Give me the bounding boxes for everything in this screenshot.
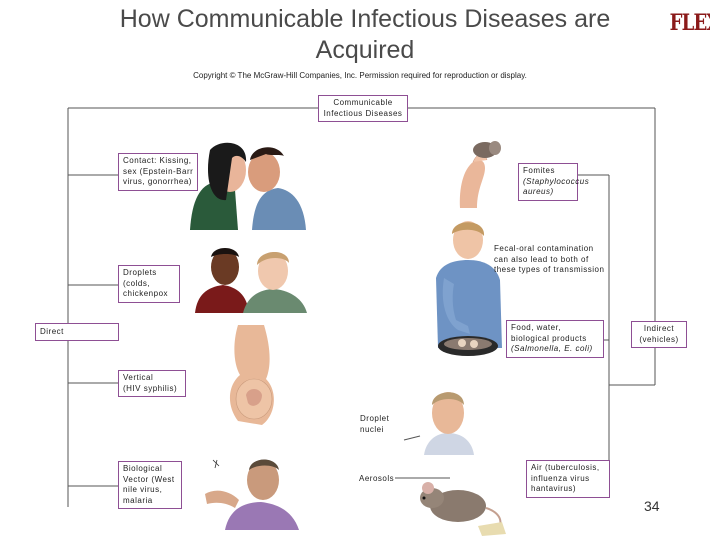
- droplet-nuclei-man-illustration: [424, 392, 474, 455]
- droplets-people-illustration: [195, 248, 307, 313]
- root-communicable-diseases: Communicable Infectious Diseases: [318, 95, 408, 122]
- vertical-transmission: Vertical (HIV syphilis): [118, 370, 186, 397]
- contact-transmission: Contact: Kissing, sex (Epstein-Barr viru…: [118, 153, 198, 191]
- biological-vector-man-illustration: [205, 459, 299, 530]
- biological-vector-transmission: Biological Vector (West nile virus, mala…: [118, 461, 182, 509]
- fomites-transmission: Fomites (Staphylococcus aureus): [518, 163, 589, 201]
- page-number: 34: [644, 498, 660, 514]
- droplet-nuclei-label: Droplet nuclei: [360, 414, 390, 434]
- fomites-hand-illustration: [459, 141, 501, 208]
- logo-text: FLEX: [670, 9, 710, 35]
- title-line-1: How Communicable Infectious Diseases are: [119, 5, 611, 33]
- kissing-couple-illustration: [190, 142, 306, 230]
- direct-category: Direct: [35, 323, 119, 341]
- title-line-2: Acquired: [315, 36, 415, 64]
- copyright-notice: Copyright © The McGraw-Hill Companies, I…: [193, 71, 527, 80]
- air-mouse-illustration: [420, 482, 506, 536]
- flex-logo: FLEX: [670, 9, 710, 35]
- vertical-pregnancy-illustration: [229, 325, 274, 425]
- droplets-transmission: Droplets (colds, chickenpox: [118, 265, 180, 303]
- fecal-oral-note: Fecal-oral contamination can also lead t…: [494, 244, 605, 274]
- indirect-category: Indirect (vehicles): [631, 321, 687, 348]
- aerosols-label: Aerosols: [359, 474, 395, 483]
- fecal-oral-cook-illustration: [436, 221, 502, 356]
- page-title: How Communicable Infectious Diseases are…: [70, 4, 660, 66]
- air-vehicle: Air (tuberculosis, influenza virus hanta…: [526, 460, 610, 498]
- food-water-vehicle: Food, water, biological products (Salmon…: [506, 320, 604, 358]
